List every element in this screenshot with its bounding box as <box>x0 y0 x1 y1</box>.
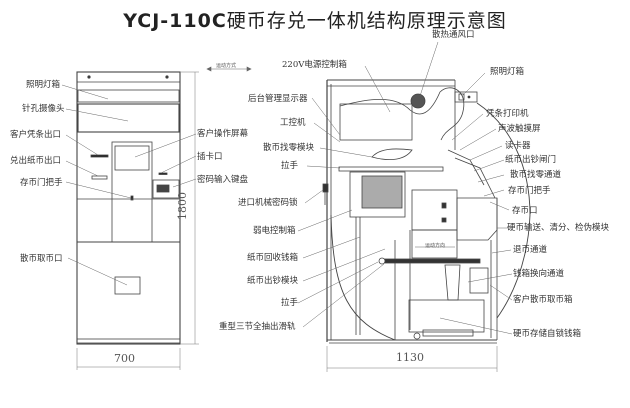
label-change-module: 散币找零模块 <box>263 143 315 153</box>
label-card-reader: 读卡器 <box>505 141 531 151</box>
label-handle-top: 拉手 <box>281 161 299 171</box>
diagram-title: YCJ-110C硬币存兑一体机结构原理示意图 <box>0 6 630 33</box>
label-slide-rail: 重型三节全抽出滑轨 <box>219 322 296 332</box>
label-handle-bottom: 拉手 <box>281 298 299 308</box>
title-text: 硬币存兑一体机结构原理示意图 <box>226 10 507 32</box>
label-card-slot: 插卡口 <box>197 152 223 162</box>
label-change-channel: 散币找零通道 <box>510 170 562 180</box>
front-height-dimension: 1800 <box>176 192 189 220</box>
label-receipt-outlet: 客户凭条出口 <box>10 130 62 140</box>
label-coin-inlet: 存币口 <box>512 206 538 216</box>
side-leader-lines <box>297 41 513 335</box>
front-leader-lines <box>61 84 197 286</box>
side-view-cabinet <box>322 79 531 344</box>
label-power-box: 220V电源控制箱 <box>282 60 347 70</box>
label-coin-door-handle: 存币门把手 <box>20 178 63 188</box>
side-dimension-lines <box>326 346 498 372</box>
label-banknote-outlet: 兑出纸币出口 <box>10 156 62 166</box>
label-ipc: 工控机 <box>280 118 306 128</box>
label-return-channel: 退币通道 <box>513 245 548 255</box>
front-width-dimension: 700 <box>114 352 135 365</box>
label-customer-coin-box: 客户散币取币箱 <box>513 295 573 305</box>
label-light-box: 照明灯箱 <box>26 80 61 90</box>
label-mech-lock: 进口机械密码锁 <box>238 198 298 208</box>
label-admin-display: 后台管理显示器 <box>248 94 308 104</box>
side-width-dimension: 1130 <box>396 351 424 364</box>
label-banknote-recycle-box: 纸币回收钱箱 <box>247 253 299 263</box>
direction-note: 运动方式 <box>216 63 237 69</box>
direction-arrow <box>206 66 455 248</box>
direction-note-inner: 运动方向 <box>425 243 446 249</box>
front-dimension-lines <box>76 71 199 370</box>
label-coin-storage-box: 硬币存储自锁钱箱 <box>513 329 582 339</box>
label-receipt-printer: 凭条打印机 <box>486 109 529 119</box>
label-vent: 散热通风口 <box>432 30 475 40</box>
label-touch-screen: 声波触摸屏 <box>498 124 541 134</box>
front-view-cabinet <box>76 71 181 345</box>
label-banknote-gate: 纸币出钞闸门 <box>505 155 557 165</box>
label-customer-screen: 客户操作屏幕 <box>197 129 249 139</box>
label-banknote-dispenser: 纸币出钞模块 <box>247 276 299 286</box>
label-pinhole-camera: 针孔摄像头 <box>22 104 65 114</box>
model-number: YCJ-110C <box>123 10 227 32</box>
label-coin-dispense-outlet: 散币取币口 <box>20 254 63 264</box>
label-pin-keypad: 密码输入键盘 <box>197 175 249 185</box>
label-box-switch-channel: 钱箱换向通道 <box>513 269 565 279</box>
label-weak-power-box: 弱电控制箱 <box>253 226 296 236</box>
label-coin-module: 硬币输送、清分、检伪模块 <box>507 223 610 233</box>
label-light-box-side: 照明灯箱 <box>490 67 525 77</box>
label-coin-door-handle-side: 存币门把手 <box>508 186 551 196</box>
